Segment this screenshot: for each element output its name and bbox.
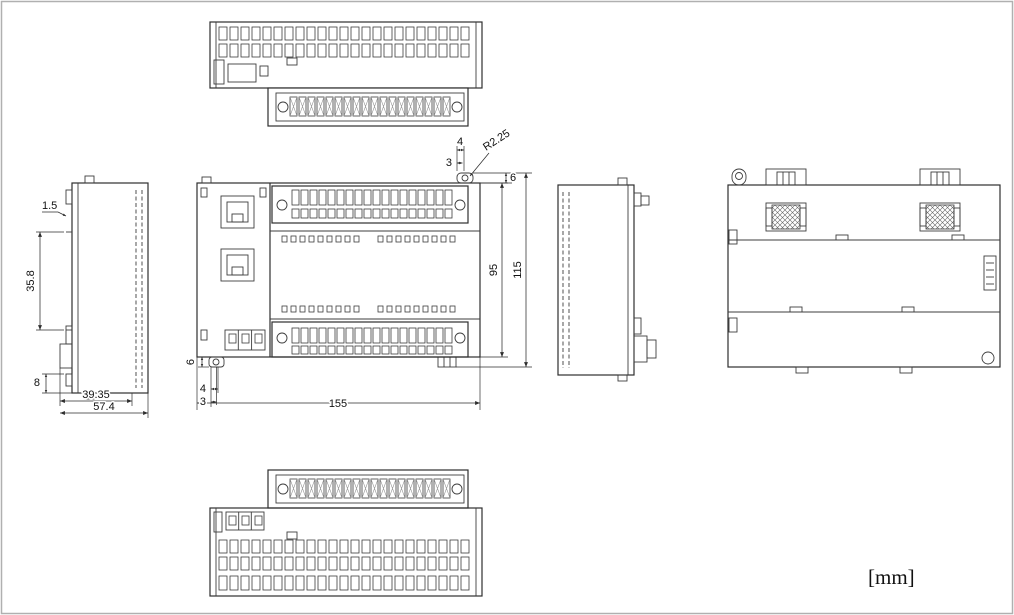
front-view — [196, 172, 481, 368]
vent-row — [218, 43, 470, 58]
right-side-view — [557, 177, 657, 382]
vent-row — [218, 26, 470, 41]
dim-front-body-height: 95 — [488, 264, 500, 276]
vent-row — [218, 539, 470, 554]
power-terminal-cells — [228, 333, 263, 344]
din-lock — [919, 202, 961, 232]
dim-corner-tab: 6 — [510, 172, 516, 184]
bottom-view — [209, 469, 483, 597]
power-terminal — [224, 329, 266, 351]
terminal-screw-row — [289, 96, 451, 117]
dim-rail-span: 35.8 — [25, 270, 37, 291]
dim-hook-b: 3 — [200, 396, 206, 408]
din-lock — [765, 202, 807, 232]
top-view — [209, 21, 483, 127]
expansion-connector — [983, 255, 997, 291]
led-row — [377, 235, 456, 243]
ethernet-port — [220, 248, 255, 282]
units-label: [mm] — [868, 565, 915, 589]
led-row — [377, 305, 456, 313]
dim-hook-offset: 6 — [185, 359, 197, 365]
vent-row — [218, 556, 470, 571]
left-side-dimensions: 1.5 35.8 8 39.35 57.4 — [24, 199, 149, 418]
dim-side-gap: 1.5 — [42, 200, 57, 212]
dim-side-foot: 8 — [34, 377, 40, 389]
dim-corner-a: 4 — [457, 136, 463, 148]
led-row — [281, 235, 360, 243]
din-slider-tab — [919, 168, 961, 186]
dim-corner-b: 3 — [446, 157, 452, 169]
dim-depth-total: 57.4 — [93, 401, 114, 413]
vent-row — [218, 575, 470, 591]
dim-front-width: 155 — [329, 398, 347, 410]
dim-front-total-height: 115 — [512, 261, 524, 279]
power-terminal-bottom-cells — [228, 515, 263, 526]
terminal-strip-bottom — [291, 327, 453, 344]
terminal-screw-row — [289, 478, 451, 499]
power-terminal-bottom — [225, 511, 265, 531]
terminal-strip-top-holes — [291, 208, 453, 219]
led-row — [281, 305, 360, 313]
left-side-view — [59, 175, 149, 400]
dim-hook-a: 4 — [200, 383, 206, 395]
dim-depth-inner: 39.35 — [82, 389, 110, 401]
terminal-strip-bottom-holes — [291, 345, 453, 355]
ethernet-port — [220, 195, 255, 229]
rear-view — [727, 168, 1001, 374]
terminal-strip-top — [291, 189, 453, 206]
din-slider-tab — [765, 168, 807, 186]
